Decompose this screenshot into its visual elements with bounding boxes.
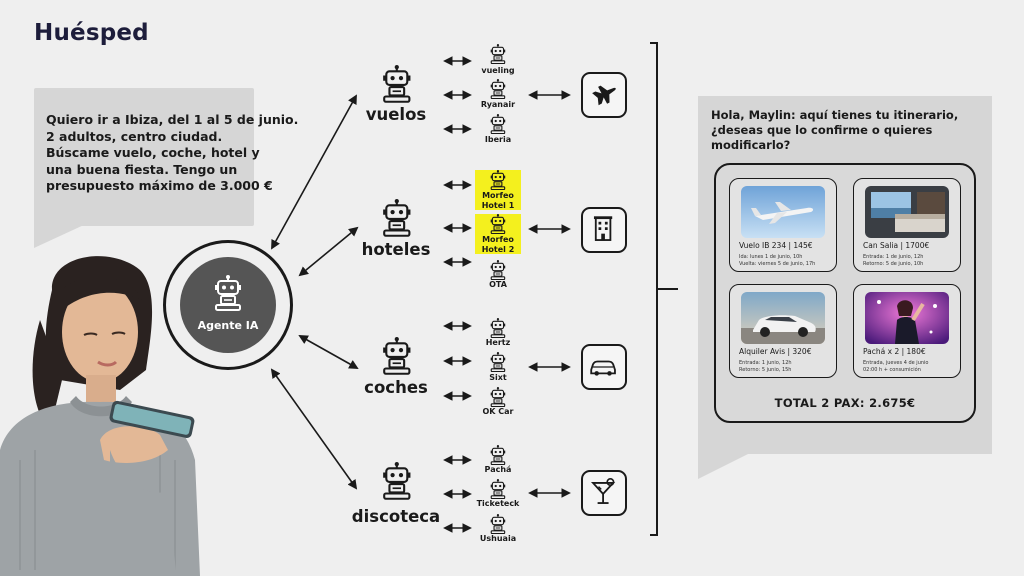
provider-label: OTA (489, 280, 507, 289)
robot-icon (490, 387, 506, 408)
itinerary-card-hotel: Can Salia | 1700€ Entrada: 1 de junio, 1… (853, 178, 961, 272)
connector-arrow (271, 94, 357, 250)
robot-icon (383, 462, 411, 500)
itinerary-total: TOTAL 2 PAX: 2.675€ (774, 396, 916, 410)
request-bubble: Quiero ir a Ibiza, del 1 al 5 de junio. … (34, 88, 299, 226)
category-label-discoteca: discoteca (351, 507, 441, 526)
grouping-bracket (650, 42, 678, 536)
provider-label: Ushuaia (479, 534, 517, 543)
card-title: Can Salia | 1700€ (863, 241, 930, 250)
page-title: Huésped (34, 20, 149, 46)
card-detail: Entrada, jueves 4 de junio (863, 360, 929, 366)
car-photo (741, 292, 825, 344)
robot-icon (490, 445, 506, 466)
card-detail: Ida: lunes 1 de junio, 10h (739, 254, 803, 260)
robot-icon (490, 114, 506, 135)
connector-arrow (298, 226, 359, 277)
robot-icon (490, 170, 506, 191)
agent-hub-ring (163, 240, 293, 370)
connector-arrow (298, 335, 359, 369)
robot-icon (215, 275, 241, 311)
category-label-vuelos: vuelos (365, 105, 427, 124)
service-box-coches (581, 344, 627, 390)
robot-icon (490, 514, 506, 535)
connector-arrow (270, 368, 358, 490)
provider-label: Hertz (485, 338, 511, 347)
robot-icon (490, 318, 506, 339)
request-line: presupuesto máximo de 3.000 € (46, 178, 273, 193)
robot-icon (383, 199, 411, 237)
cocktail-icon (590, 478, 616, 504)
plane-icon (592, 85, 616, 106)
itinerary-card-party: Pachá x 2 | 180€ Entrada, jueves 4 de ju… (853, 284, 961, 378)
agent-label: Agente IA (197, 319, 259, 332)
provider-label: OK Car (482, 407, 514, 416)
robot-icon (490, 44, 506, 65)
card-detail: 02:00 h + consumición (863, 367, 921, 373)
card-title: Alquiler Avis | 320€ (739, 347, 812, 356)
category-label-coches: coches (364, 378, 428, 397)
card-title: Pachá x 2 | 180€ (863, 347, 926, 356)
provider-label: Ryanair (480, 100, 516, 109)
robot-icon (490, 479, 506, 500)
hotel-room-photo (865, 186, 949, 238)
party-photo (865, 292, 949, 344)
robot-icon (490, 352, 506, 373)
robot-icon (490, 260, 506, 281)
robot-icon (383, 65, 411, 103)
response-message: Hola, Maylin: aquí tienes tu itinerario,… (711, 108, 981, 153)
robot-icon (490, 79, 506, 100)
card-title: Vuelo IB 234 | 145€ (739, 241, 813, 250)
provider-label: Iberia (484, 135, 512, 144)
airplane-photo (741, 186, 825, 238)
request-bubble-tail (34, 224, 86, 248)
response-line: Hola, Maylin: aquí tienes tu itinerario, (711, 108, 959, 122)
provider-label: Morfeo Hotel 2 (481, 235, 515, 254)
service-box-vuelos (581, 72, 627, 118)
response-line: modificarlo? (711, 138, 791, 152)
card-detail: Vuelta: viernes 5 de junio, 17h (739, 261, 816, 267)
provider-label: Sixt (489, 373, 507, 382)
car-icon (590, 360, 616, 376)
provider-label: Ticketeck (476, 499, 520, 508)
request-line: 2 adultos, centro ciudad. (46, 128, 223, 144)
itinerary-card-flight: Vuelo IB 234 | 145€ Ida: lunes 1 de juni… (729, 178, 837, 272)
card-detail: Entrada: 1 de junio, 12h (863, 254, 924, 260)
robot-icon (490, 214, 506, 235)
category-label-hoteles: hoteles (361, 240, 431, 259)
itinerary-card-car: Alquiler Avis | 320€ Entrada: 1 junio, 1… (729, 284, 837, 378)
provider-label: Morfeo Hotel 1 (481, 191, 515, 210)
woman-speaking-illustration (0, 256, 200, 576)
card-detail: Retorno: 5 de junio, 10h (863, 261, 924, 267)
request-line: una buena fiesta. Tengo un (46, 161, 238, 177)
service-box-discoteca (581, 470, 627, 516)
provider-label: vueling (481, 66, 515, 75)
service-box-hoteles (581, 207, 627, 253)
request-line: Búscame vuelo, coche, hotel y (46, 145, 260, 160)
response-bubble-tail (698, 453, 750, 479)
card-detail: Entrada: 1 junio, 12h (739, 360, 792, 366)
robot-icon (383, 337, 411, 375)
hotel-icon (593, 216, 613, 241)
card-detail: Retorno: 5 junio, 15h (739, 367, 792, 373)
request-line: Quiero ir a Ibiza, del 1 al 5 de junio. (46, 112, 299, 127)
provider-label: Pachá (484, 465, 512, 474)
response-line: ¿deseas que lo confirme o quieres (711, 123, 933, 137)
